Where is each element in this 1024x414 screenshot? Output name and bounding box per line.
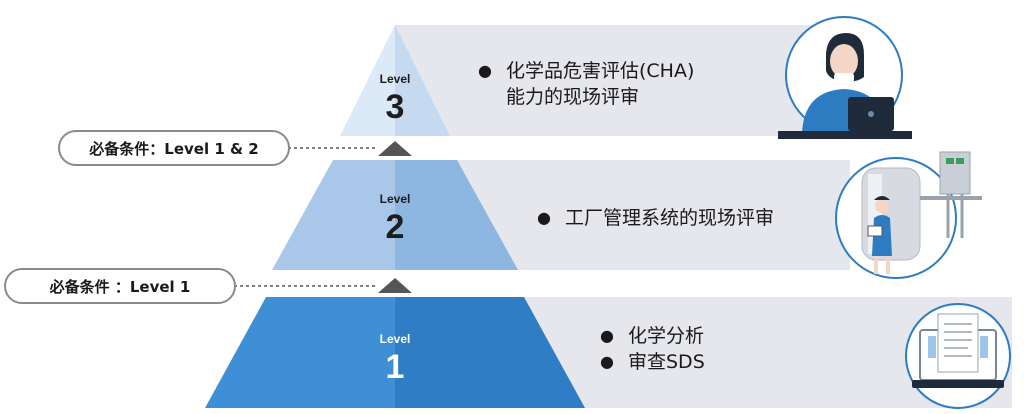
level-3-word: Level: [379, 72, 411, 86]
level-2-number: 2: [385, 208, 405, 246]
level-3-description: ● 化学品危害评估(CHA) 能力的现场评审: [478, 58, 694, 110]
bullet-icon: ●: [600, 352, 614, 371]
level-3-tier-left: [340, 25, 395, 136]
level-1-description: ● 化学分析 ● 审查SDS: [600, 323, 705, 375]
bullet-icon: ●: [537, 208, 551, 227]
level-1-tier-left: [205, 297, 395, 408]
level-2-tier-left: [272, 160, 395, 270]
connector-arrow-top: [378, 141, 412, 156]
level-2-item-1: 工厂管理系统的现场评审: [565, 207, 775, 229]
document-laptop-icon: [898, 300, 1018, 410]
level-2-description: ● 工厂管理系统的现场评审: [537, 205, 774, 231]
level-3-item-1: 化学品危害评估(CHA): [506, 60, 695, 82]
prerequisite-level-1-pill: 必备条件 ：Level 1: [4, 268, 236, 304]
prerequisite-level-1-2-pill: 必备条件：Level 1 & 2: [58, 130, 290, 166]
prerequisite-level-1-label: 必备条件 ：Level 1: [49, 277, 191, 296]
level-2-band: [395, 160, 850, 270]
level-1-item-1: 化学分析: [628, 325, 705, 347]
level-1-tier-right: [395, 297, 585, 408]
level-1-item-2: 审查SDS: [628, 351, 705, 373]
level-3-band: [395, 25, 820, 136]
level-3-tier-right: [395, 25, 450, 136]
level-1-number: 1: [385, 348, 405, 386]
bullet-icon: ●: [478, 61, 492, 80]
bullet-icon: ●: [600, 326, 614, 345]
connector-arrow-bottom: [378, 278, 412, 293]
factory-worker-tank-icon: [832, 138, 992, 288]
level-3-item-2: 能力的现场评审: [506, 86, 640, 108]
level-2-tier-right: [395, 160, 518, 270]
prerequisite-level-1-2-label: 必备条件：Level 1 & 2: [89, 139, 259, 158]
person-at-laptop-icon: [764, 15, 914, 145]
level-2-word: Level: [379, 192, 411, 206]
level-3-number: 3: [385, 88, 405, 126]
level-1-word: Level: [379, 332, 411, 346]
